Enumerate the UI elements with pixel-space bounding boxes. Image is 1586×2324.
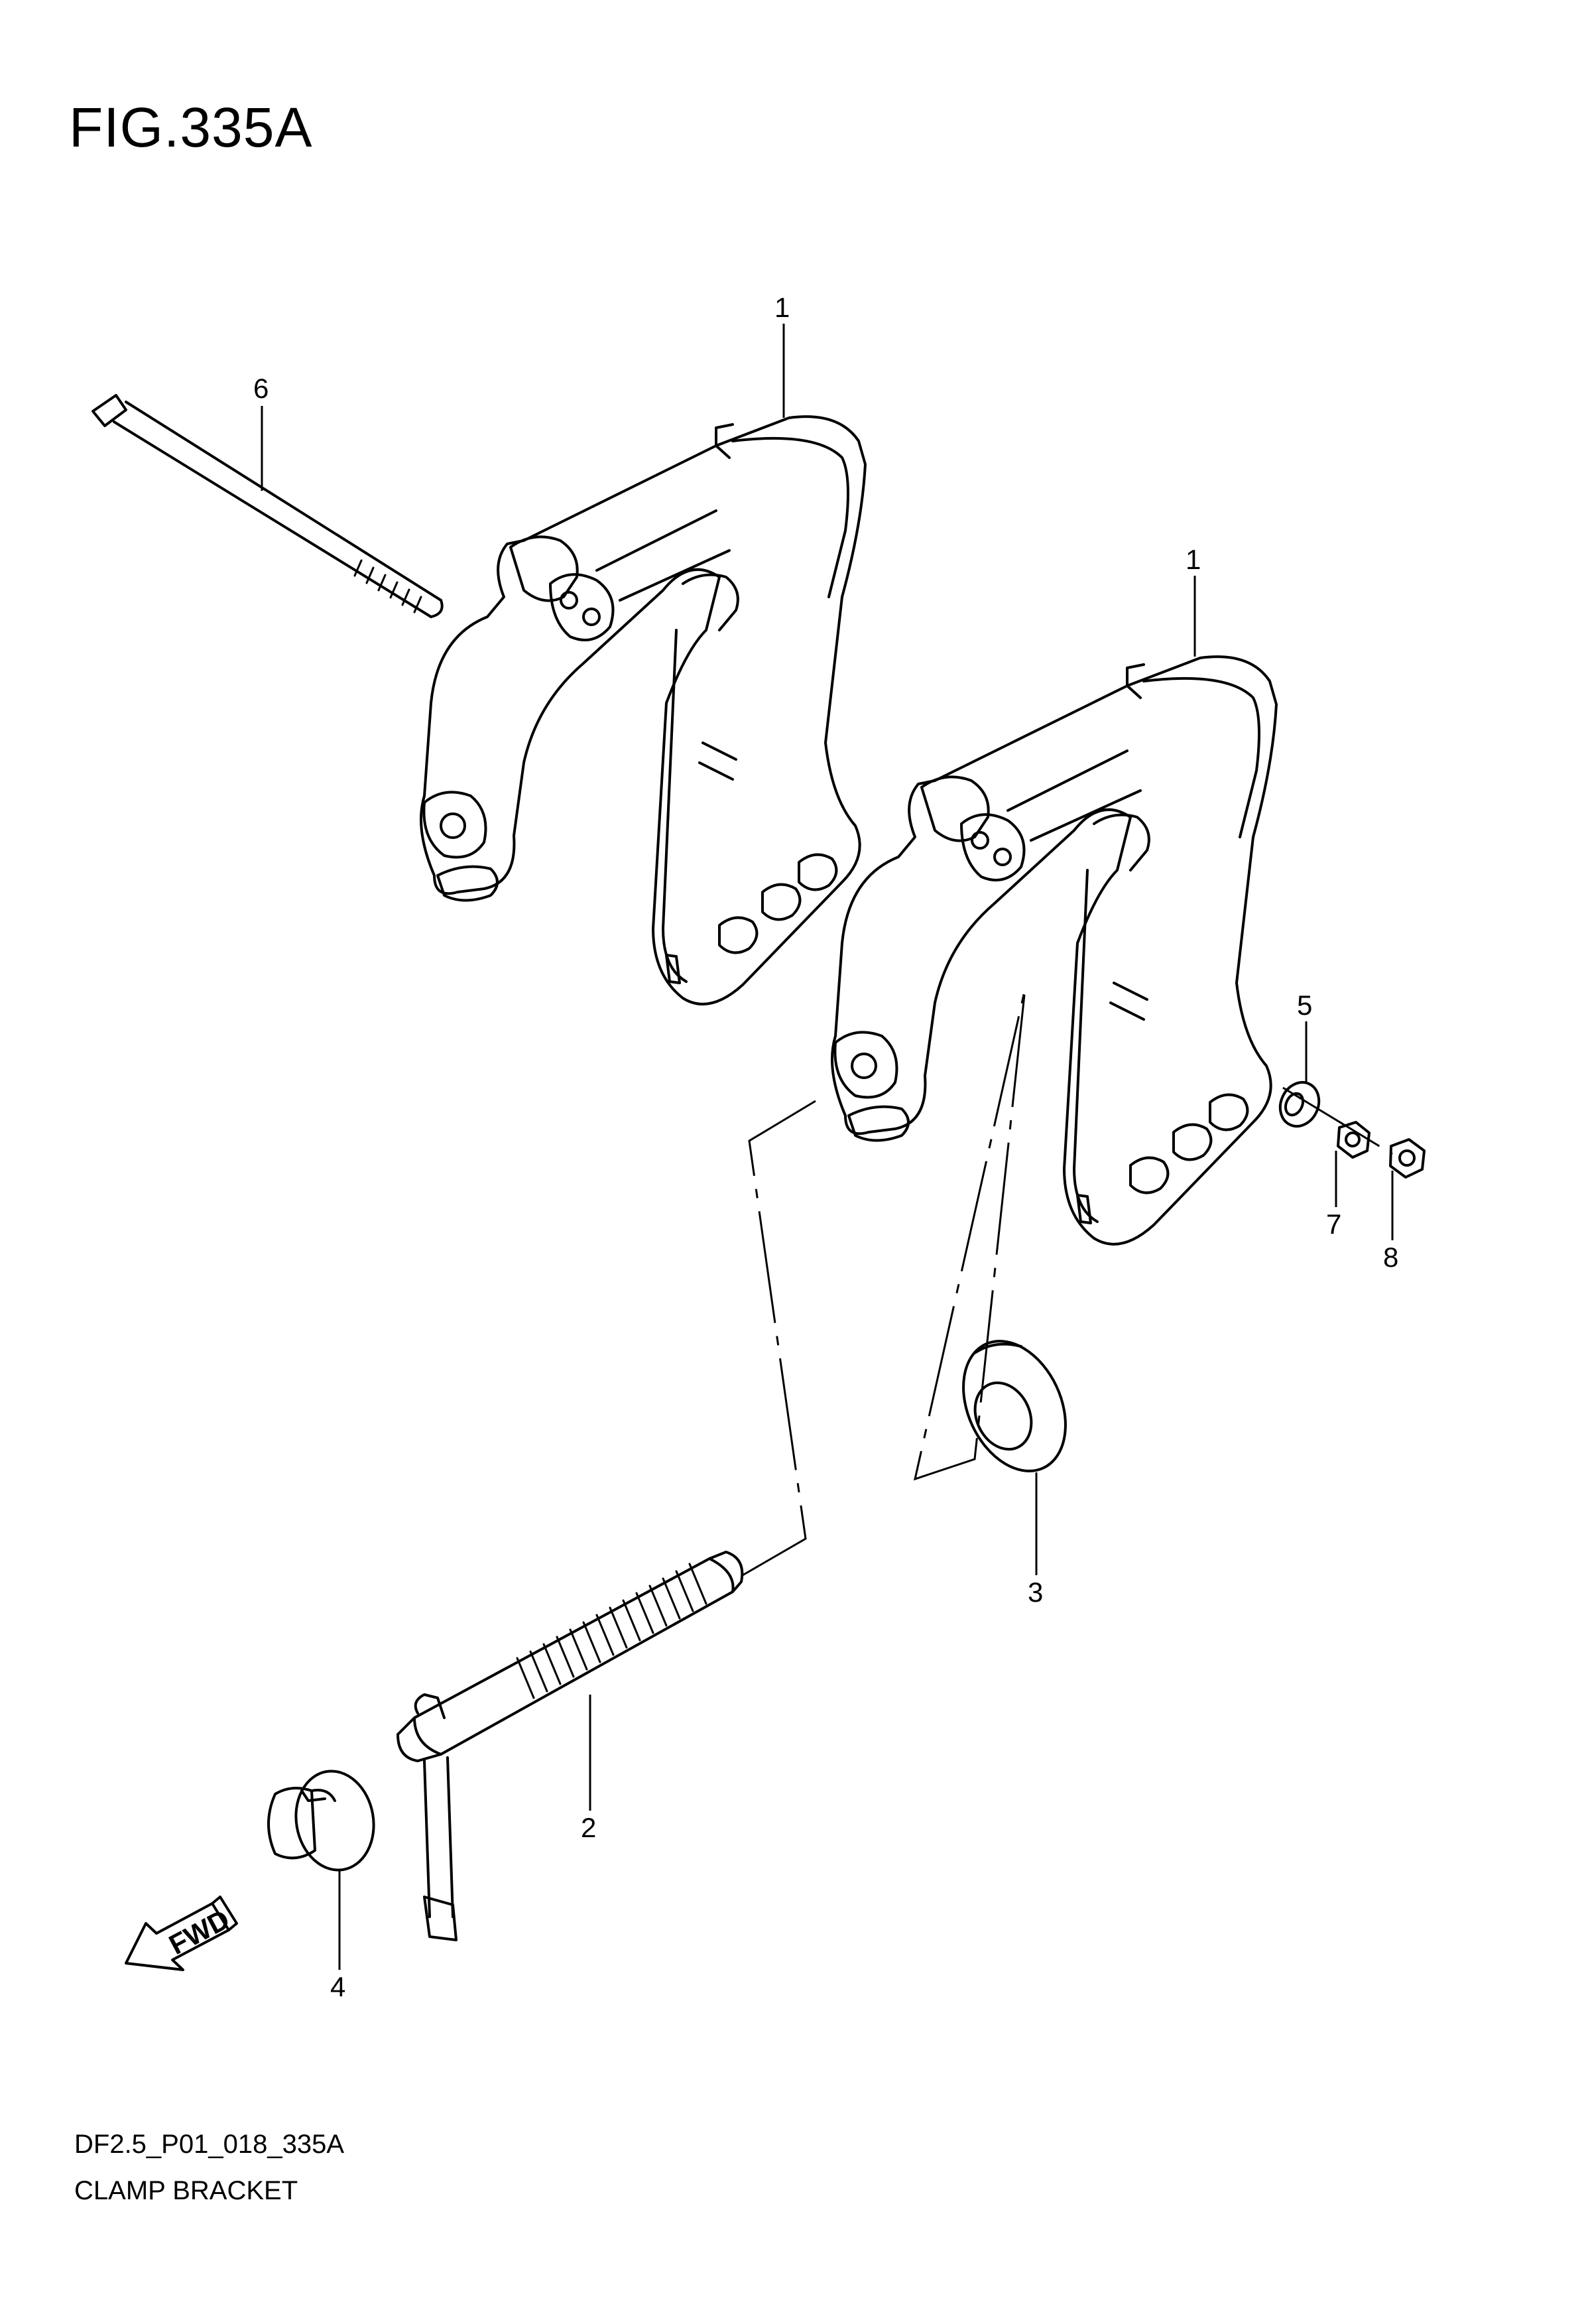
callout-3: 3 xyxy=(1028,1577,1043,1608)
callout-6: 6 xyxy=(253,373,269,404)
part-5-washer[interactable] xyxy=(1273,1076,1325,1132)
assembly-line-screw xyxy=(742,1100,816,1577)
drawing-code: DF2.5_P01_018_335A xyxy=(74,2130,344,2159)
assembly-line-pad xyxy=(913,991,1026,1481)
part-2-clamp-screw[interactable] xyxy=(396,1551,744,1941)
part-1-clamp-bracket-lower[interactable] xyxy=(831,655,1278,1246)
callout-4: 4 xyxy=(330,1971,345,2002)
callout-1-lower: 1 xyxy=(1186,544,1201,575)
part-8-lock-nut[interactable] xyxy=(1389,1138,1426,1179)
callout-1-upper: 1 xyxy=(774,292,790,323)
figure-caption: CLAMP BRACKET xyxy=(74,2176,298,2205)
callout-8: 8 xyxy=(1383,1242,1398,1273)
callout-2: 2 xyxy=(581,1812,596,1843)
fwd-arrow-icon: FWD xyxy=(125,1896,238,1971)
callout-7: 7 xyxy=(1326,1208,1341,1240)
callout-5: 5 xyxy=(1297,990,1312,1021)
part-3-pad[interactable] xyxy=(944,1324,1085,1488)
part-7-nut[interactable] xyxy=(1337,1121,1371,1159)
part-4-bushing[interactable] xyxy=(267,1765,381,1876)
assembly-line-bolt-axis xyxy=(1282,1086,1393,1155)
part-6-bolt[interactable] xyxy=(91,394,444,618)
figure-title: FIG.335A xyxy=(69,96,313,159)
part-1-clamp-bracket-upper[interactable] xyxy=(420,415,867,1005)
